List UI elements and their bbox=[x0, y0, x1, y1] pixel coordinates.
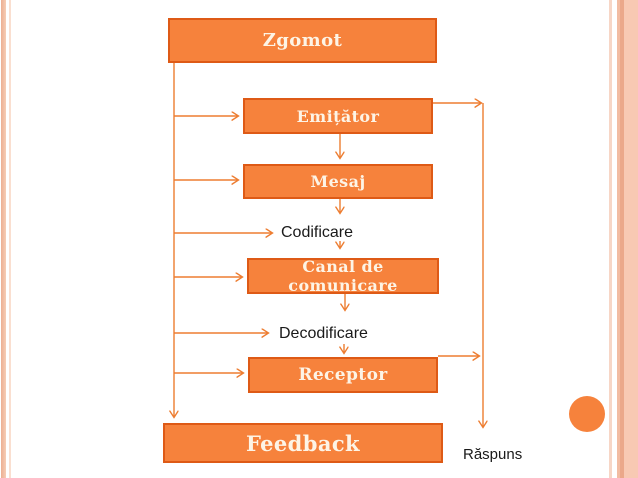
right-edge-stripe-thin bbox=[609, 0, 612, 478]
box-zgomot-label: Zgomot bbox=[262, 30, 343, 51]
box-receptor: Receptor bbox=[248, 357, 438, 393]
box-canal: Canal de comunicare bbox=[247, 257, 439, 295]
box-zgomot: Zgomot bbox=[168, 18, 437, 63]
box-mesaj-label: Mesaj bbox=[310, 172, 366, 191]
box-emitator: Emițător bbox=[243, 98, 433, 134]
left-edge-stripe bbox=[1, 0, 6, 478]
label-decodificare: Decodificare bbox=[279, 325, 368, 342]
right-edge-stripe-band bbox=[617, 0, 638, 478]
box-canal-label: Canal de comunicare bbox=[288, 257, 398, 295]
label-raspuns: Răspuns bbox=[463, 446, 523, 463]
accent-circle bbox=[569, 396, 605, 432]
box-emitator-label: Emițător bbox=[296, 106, 380, 126]
box-feedback: Feedback bbox=[163, 423, 443, 463]
left-edge-stripe-thin bbox=[9, 0, 11, 478]
box-mesaj: Mesaj bbox=[243, 164, 433, 199]
box-receptor-label: Receptor bbox=[298, 365, 388, 385]
label-codificare: Codificare bbox=[281, 224, 354, 241]
box-feedback-label: Feedback bbox=[246, 430, 360, 456]
